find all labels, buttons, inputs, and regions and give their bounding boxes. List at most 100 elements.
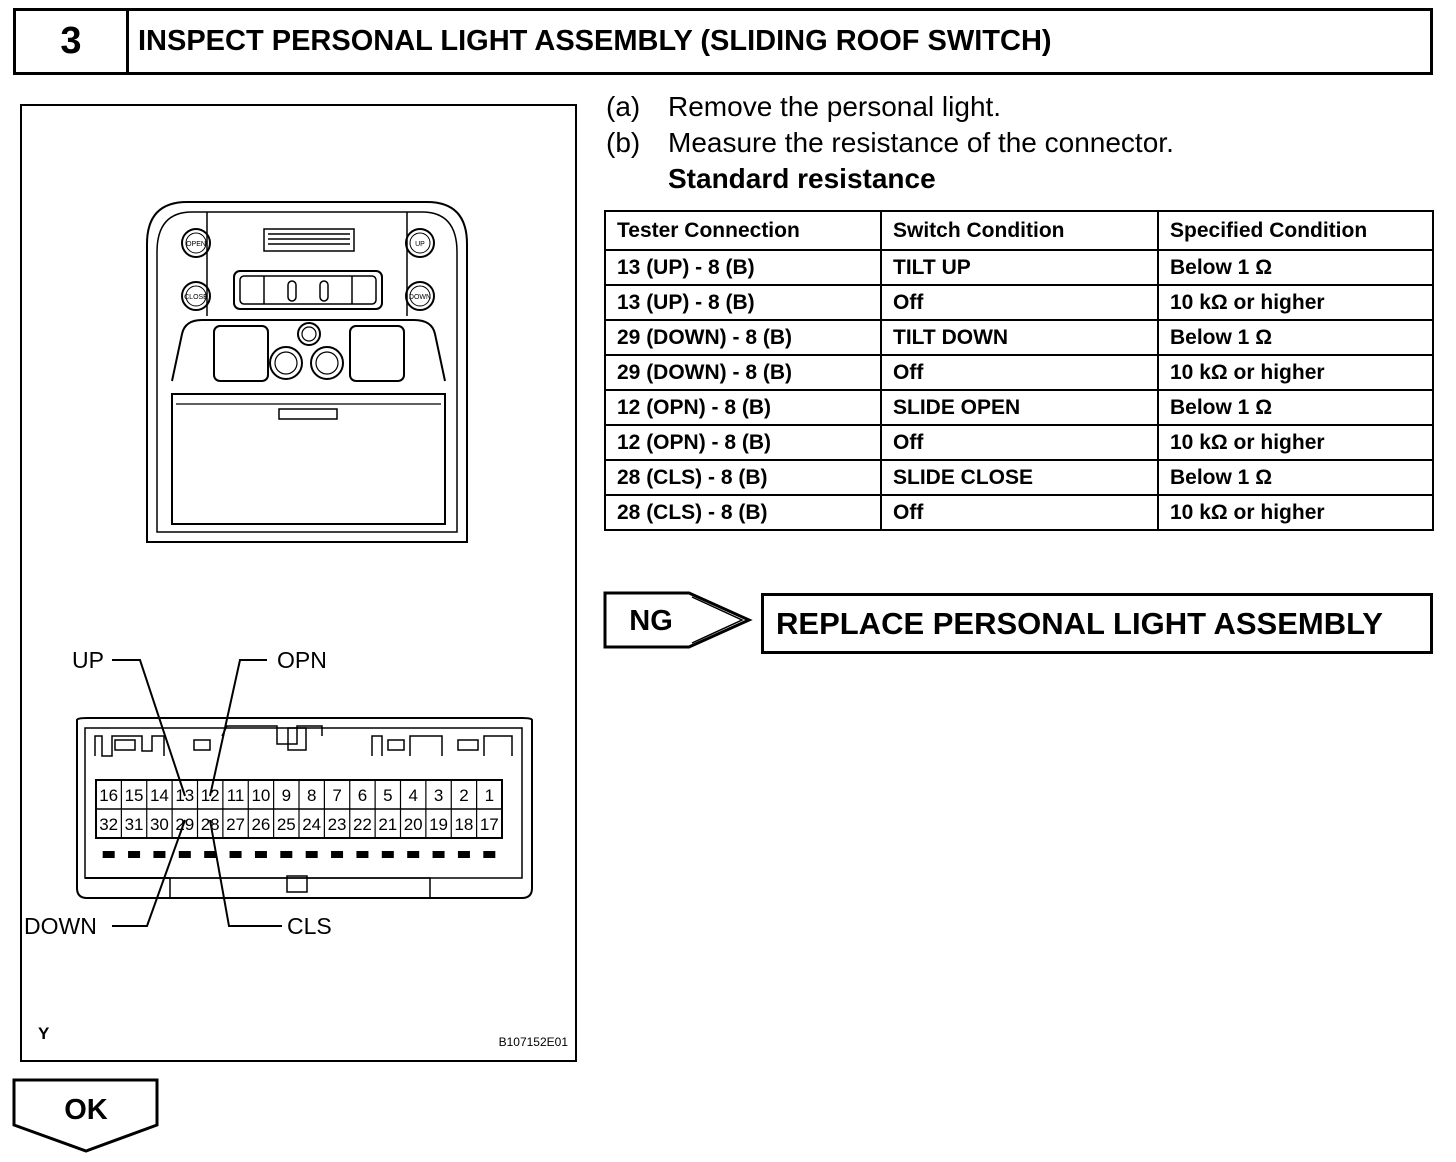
ok-arrow-icon — [12, 1078, 159, 1153]
pin-number: 6 — [358, 786, 367, 805]
cell-switch: TILT DOWN — [880, 319, 1159, 356]
down-leader-line — [112, 819, 186, 927]
pin-number: 2 — [459, 786, 468, 805]
step-number: 3 — [16, 11, 129, 72]
pin-number: 21 — [378, 815, 397, 834]
col-header-tester: Tester Connection — [604, 210, 882, 251]
standard-resistance-title: Standard resistance — [668, 163, 936, 194]
up-leader-line — [112, 659, 186, 797]
cls-leader-line — [209, 819, 282, 927]
connector-bump — [331, 851, 344, 858]
opn-label: OPN — [277, 647, 327, 673]
figure-code: B107152E01 — [499, 1035, 569, 1049]
cell-specified: 10 kΩ or higher — [1157, 284, 1434, 321]
cell-specified: Below 1 Ω — [1157, 389, 1434, 426]
down-label: DOWN — [24, 913, 97, 939]
up-switch — [405, 228, 435, 258]
cls-label: CLS — [287, 913, 332, 939]
up-label: UP — [72, 647, 104, 673]
personal-light-diagram: OPEN UP CLOSE DOWN UP OPN DOWN CLS 16151… — [24, 201, 569, 1049]
pin-number: 25 — [277, 815, 296, 834]
pin-number: 32 — [99, 815, 118, 834]
pin-number: 14 — [150, 786, 169, 805]
cell-tester: 29 (DOWN) - 8 (B) — [604, 319, 882, 356]
cell-specified: Below 1 Ω — [1157, 459, 1434, 496]
opn-leader-line — [209, 659, 267, 797]
open-switch — [181, 228, 211, 258]
pin-number: 30 — [150, 815, 169, 834]
up-switch-label: UP — [415, 241, 425, 248]
cell-tester: 13 (UP) - 8 (B) — [604, 284, 882, 321]
light-inner-housing — [156, 211, 458, 533]
pin-number: 17 — [480, 815, 499, 834]
pin-number: 8 — [307, 786, 316, 805]
pin-number: 13 — [175, 786, 194, 805]
pin-number: 1 — [485, 786, 494, 805]
step-a-label: (a) — [606, 91, 641, 122]
open-switch-label: OPEN — [186, 241, 206, 248]
connector-bump — [204, 851, 217, 858]
lid-latch — [278, 408, 338, 420]
cell-switch: Off — [880, 494, 1159, 531]
pin-number: 28 — [201, 815, 220, 834]
sliding-roof-switch — [233, 270, 383, 310]
pin-number: 16 — [99, 786, 118, 805]
storage-lid — [171, 393, 446, 525]
cell-tester: 13 (UP) - 8 (B) — [604, 249, 882, 286]
cell-specified: Below 1 Ω — [1157, 319, 1434, 356]
ng-arrow-icon — [603, 591, 753, 649]
connector-bump — [305, 851, 318, 858]
ok-label: OK — [64, 1093, 108, 1126]
cell-switch: TILT UP — [880, 249, 1159, 286]
step-b-text: Measure the resistance of the connector. — [668, 127, 1174, 158]
connector-bump — [457, 851, 470, 858]
connector-bump — [229, 851, 242, 858]
cell-specified: Below 1 Ω — [1157, 249, 1434, 286]
close-switch-label: CLOSE — [184, 294, 208, 301]
replace-action-box: REPLACE PERSONAL LIGHT ASSEMBLY — [761, 593, 1433, 654]
connector-bump — [356, 851, 369, 858]
col-header-specified: Specified Condition — [1157, 210, 1434, 251]
cell-switch: Off — [880, 424, 1159, 461]
connector-bump — [381, 851, 394, 858]
cell-tester: 12 (OPN) - 8 (B) — [604, 424, 882, 461]
cell-specified: 10 kΩ or higher — [1157, 354, 1434, 391]
connector-bump — [102, 851, 115, 858]
right-lamp-lens — [349, 325, 405, 382]
pin-number: 15 — [125, 786, 144, 805]
pin-number: 24 — [302, 815, 321, 834]
cell-tester: 29 (DOWN) - 8 (B) — [604, 354, 882, 391]
connector-bump — [153, 851, 166, 858]
ng-label: NG — [629, 604, 673, 637]
table-header-row: Tester Connection Switch Condition Speci… — [604, 210, 1434, 251]
cell-tester: 28 (CLS) - 8 (B) — [604, 494, 882, 531]
connector-keys — [94, 725, 513, 757]
connector-bump — [280, 851, 293, 858]
pin-number: 3 — [434, 786, 443, 805]
pin-number: 19 — [429, 815, 448, 834]
vent-grille — [263, 228, 355, 252]
cell-switch: Off — [880, 354, 1159, 391]
connector-bump — [128, 851, 141, 858]
cell-switch: Off — [880, 284, 1159, 321]
close-switch — [181, 281, 211, 311]
cell-tester: 28 (CLS) - 8 (B) — [604, 459, 882, 496]
pin-number: 22 — [353, 815, 372, 834]
pin-number: 11 — [227, 786, 245, 805]
down-switch — [405, 281, 435, 311]
connector-bump — [432, 851, 445, 858]
pin-number: 31 — [125, 815, 144, 834]
pin-number: 18 — [454, 815, 473, 834]
cell-specified: 10 kΩ or higher — [1157, 494, 1434, 531]
col-header-switch: Switch Condition — [880, 210, 1159, 251]
pin-number: 29 — [175, 815, 194, 834]
pin-number: 12 — [201, 786, 220, 805]
pin-number: 7 — [332, 786, 341, 805]
